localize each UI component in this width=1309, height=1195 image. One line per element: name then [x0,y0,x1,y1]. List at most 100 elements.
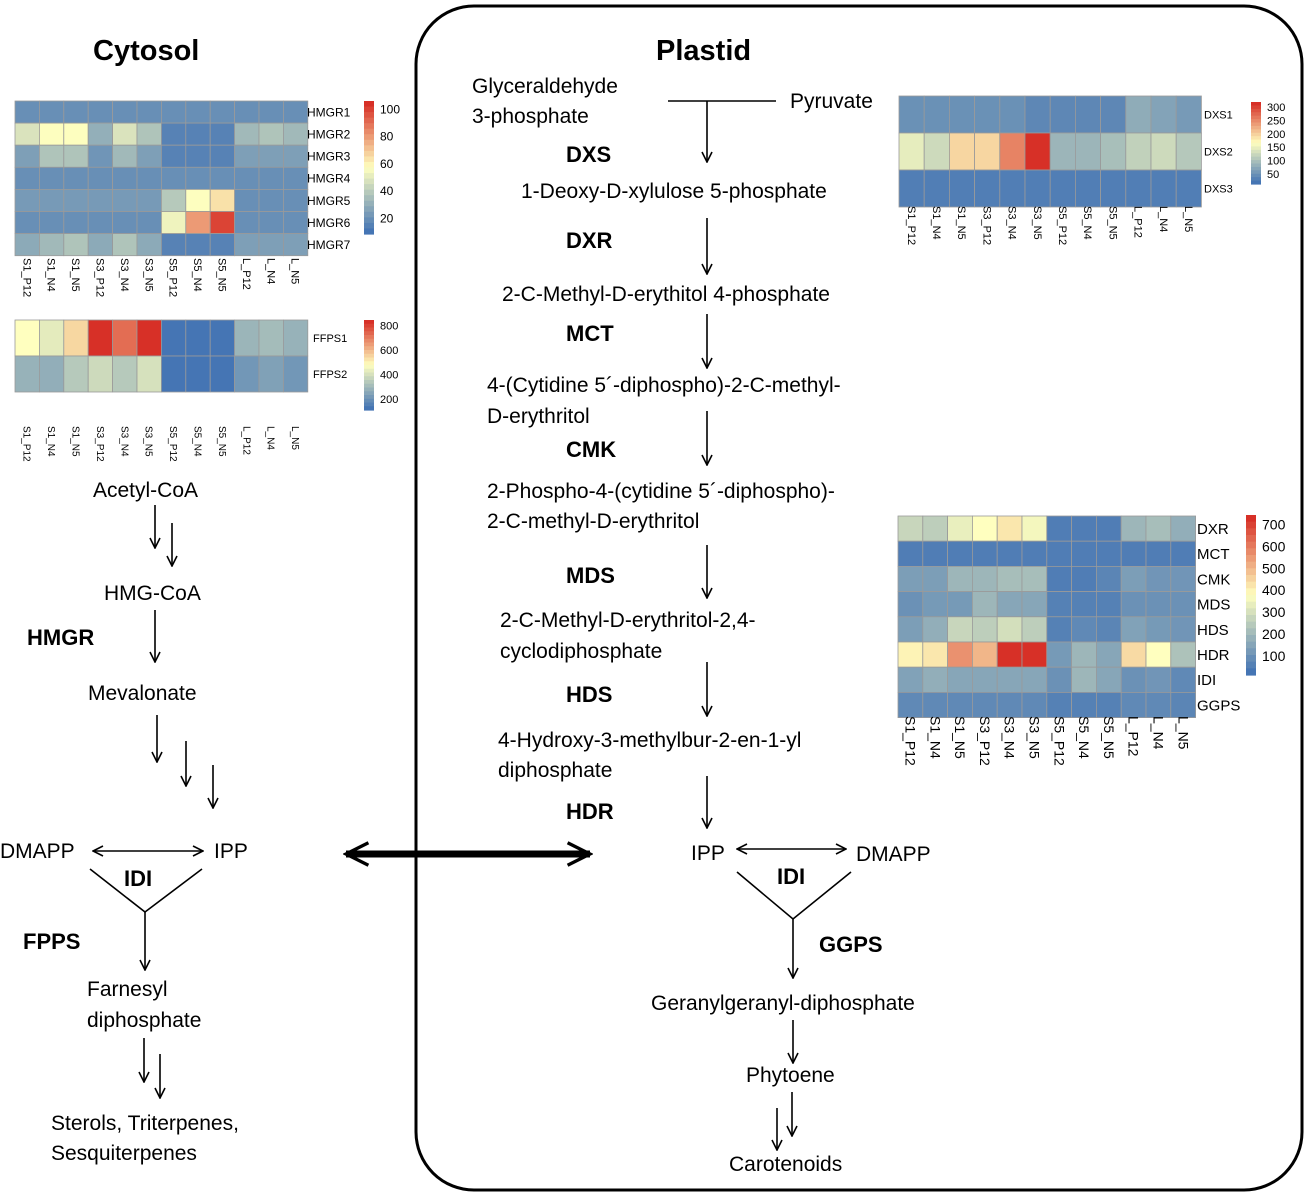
heatmap-cell [922,641,948,668]
colorbar-segment [364,134,374,141]
colorbar-segment [1251,122,1261,127]
acetyl-coa-label: Acetyl-CoA [93,479,199,502]
heatmap-cell [136,211,162,235]
colorbar-tick-label: 500 [1262,560,1286,576]
heatmap-column-label: S1_P12 [21,426,32,462]
heatmap-cell [1049,132,1076,171]
heatmap-column-label: L_N4 [1157,206,1169,232]
colorbar-segment [364,206,374,213]
heatmap-cell [1046,591,1073,618]
colorbar-segment [364,145,374,152]
heatmap-cell [996,616,1023,643]
heatmap-cell [898,132,925,171]
heatmap-row-label: MCT [1197,546,1230,563]
heatmap-cell [258,100,284,124]
mecpp-label-line1: 2-C-Methyl-D-erythritol-2,4- [500,609,756,632]
hmbpp-label-line1: 4-Hydroxy-3-methylbur-2-en-1-yl [498,729,802,752]
fpps-enzyme-label: FPPS [23,929,81,954]
heatmap-cell [1125,95,1152,134]
heatmap-cell [234,166,260,190]
heatmap-column-label: S1_N5 [70,426,81,457]
colorbar-segment [364,189,374,196]
heatmap-cell [160,319,187,357]
heatmap-cell [63,355,89,393]
colorbar-segment [1251,129,1261,134]
heatmap-cell [258,122,284,146]
colorbar-segment [1246,548,1256,556]
heatmap-cell [39,188,65,212]
heatmap-cell [1024,132,1051,171]
heatmap-cell [1071,566,1097,593]
heatmap-cell [898,95,925,134]
heatmap-column-label: S1_P12 [903,716,919,766]
heatmap-cell [39,355,65,393]
heatmap-cell [209,211,235,235]
heatmap-cell [922,540,948,567]
heatmap-cell [160,233,187,257]
colorbar-segment [1246,588,1256,596]
heatmap-cell [1075,169,1102,208]
heatmap-row-label: HMGR7 [307,238,351,252]
heatmap-cell [39,211,65,235]
heatmap-column-label: S5_P12 [1056,206,1068,245]
heatmap-cell [63,319,89,357]
heatmap-cell [1046,616,1073,643]
phytoene-label: Phytoene [746,1064,835,1087]
heatmap-cell [1021,692,1048,719]
g3p-label-line1: Glyceraldehyde [472,75,618,98]
heatmap-cell [282,100,309,124]
plastid-title: Plastid [656,35,752,67]
heatmap-cell [1170,515,1197,542]
heatmap-cell [922,515,948,542]
heatmap-cell [112,188,138,212]
heatmap-cell [922,692,948,719]
heatmap-cell [112,122,138,146]
heatmap-column-label: S5_N5 [216,426,227,457]
g3p-label-line2: 3-phosphate [472,105,589,128]
heatmap-cell [1150,169,1177,208]
dxs-enzyme-label: DXS [566,142,612,167]
colorbar-segment [1246,561,1256,569]
heatmap-cell [1125,132,1152,171]
heatmap-cell [947,641,973,668]
heatmap-hmgr: HMGR1HMGR2HMGR3HMGR4HMGR5HMGR6HMGR7S1_P1… [14,100,400,297]
heatmap-cell [1120,515,1147,542]
heatmap-cell [949,169,976,208]
hdr-enzyme-label: HDR [566,799,614,824]
colorbar-segment [364,361,374,366]
heatmap-cell [1145,616,1172,643]
heatmap-column-label: S5_P12 [1051,716,1067,766]
heatmap-cell [39,100,65,124]
colorbar-segment [364,327,374,332]
mds-enzyme-label: MDS [566,563,615,588]
heatmap-column-label: S1_N5 [955,206,967,240]
heatmap-cell [1120,591,1147,618]
heatmap-column-label: S5_P12 [167,426,178,462]
heatmap-row-label: DXS3 [1204,184,1233,196]
heatmap-cell [14,233,40,257]
heatmap-cell [1175,132,1202,171]
colorbar-segment [364,167,374,174]
cmk-enzyme-label: CMK [566,437,617,462]
heatmap-column-label: S5_N4 [192,426,203,457]
colorbar-segment [1251,173,1261,178]
heatmap-column-label: S3_N4 [118,258,130,292]
colorbar-tick-label: 800 [380,320,398,332]
heatmap-cell [1120,692,1147,719]
heatmap-cell [999,132,1026,171]
heatmap-cell [185,211,211,235]
heatmap-cell [87,166,113,190]
heatmap-column-label: S3_N5 [142,258,154,292]
heatmap-cell [63,144,89,168]
heatmap-cell [112,144,138,168]
heatmap-column-label: L_P12 [1126,716,1142,757]
heatmap-cell [14,355,40,393]
colorbar-segment [1246,608,1256,616]
heatmap-cell [1170,591,1197,618]
heatmap-cell [1046,641,1073,668]
heatmap-cell [136,122,162,146]
heatmap-row-label: DXR [1197,521,1229,538]
heatmap-column-label: S3_N5 [1031,206,1043,240]
heatmap-cell [949,95,976,134]
heatmap-cell [1024,169,1051,208]
